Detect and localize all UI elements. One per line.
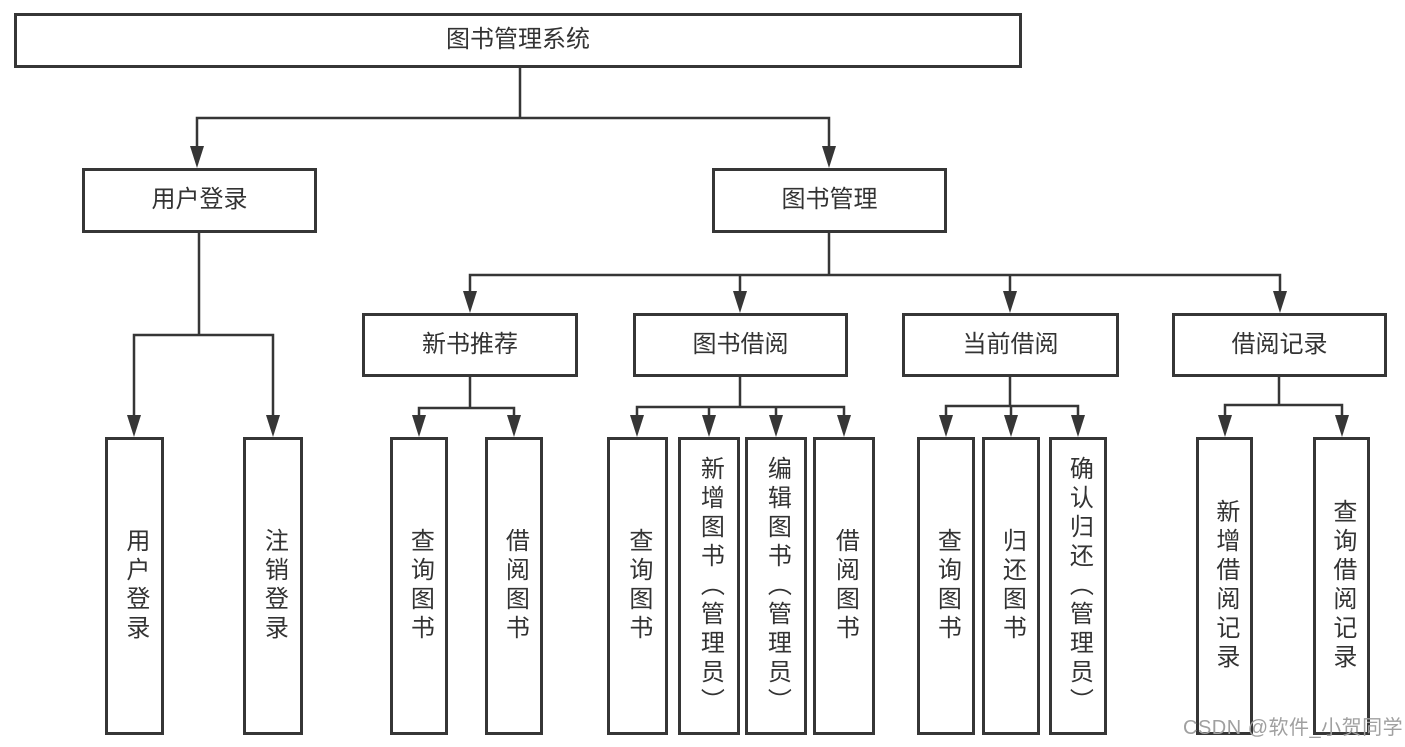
leaf-borrow-books-rec: 借阅图书	[485, 437, 543, 735]
leaf-user-login: 用户登录	[105, 437, 164, 735]
connector-book-borrow-children	[630, 375, 851, 437]
node-label: 归还图书	[998, 528, 1026, 644]
node-user-login: 用户登录	[82, 168, 317, 233]
node-label: 借阅记录	[1231, 330, 1328, 358]
connector-new-book-rec-children	[412, 375, 521, 437]
leaf-add-books-admin: 新增图书（管理员）	[678, 437, 740, 735]
node-book-borrowing: 图书借阅	[633, 313, 848, 377]
leaf-confirm-return-admin: 确认归还（管理员）	[1049, 437, 1107, 735]
node-label: 新增图书（管理员）	[696, 455, 724, 717]
node-label: 查询图书	[624, 528, 652, 644]
csdn-watermark: CSDN @软件_小贺同学	[1183, 717, 1404, 739]
node-label: 注销登录	[260, 528, 288, 644]
node-label: 查询借阅记录	[1328, 499, 1356, 673]
node-label: 图书管理	[781, 186, 878, 214]
node-label: 用户登录	[121, 528, 149, 644]
node-label: 确认归还（管理员）	[1065, 455, 1093, 717]
node-new-book-recommendation: 新书推荐	[362, 313, 578, 377]
node-label: 查询图书	[406, 528, 434, 644]
leaf-query-books-borrow: 查询图书	[607, 437, 668, 735]
connector-current-borrow-children	[939, 375, 1085, 437]
node-label: 图书借阅	[692, 330, 789, 358]
leaf-query-books-rec: 查询图书	[390, 437, 448, 735]
node-label: 图书管理系统	[446, 26, 590, 54]
node-book-management: 图书管理	[712, 168, 947, 233]
node-label: 查询图书	[933, 528, 961, 644]
node-label: 当前借阅	[962, 330, 1059, 358]
connector-root-to-level2	[190, 66, 836, 168]
leaf-return-books: 归还图书	[982, 437, 1040, 735]
node-current-borrowing: 当前借阅	[902, 313, 1119, 377]
node-library-management-system: 图书管理系统	[14, 13, 1022, 68]
connector-user-login-children	[127, 231, 280, 437]
leaf-query-books-current: 查询图书	[917, 437, 975, 735]
leaf-borrow-books: 借阅图书	[813, 437, 875, 735]
leaf-add-borrow-record: 新增借阅记录	[1196, 437, 1253, 735]
node-label: 借阅图书	[831, 528, 859, 644]
node-label: 新书推荐	[422, 330, 518, 358]
leaf-logout: 注销登录	[243, 437, 303, 735]
connector-book-mgmt-children	[463, 231, 1287, 313]
node-label: 编辑图书（管理员）	[763, 455, 791, 717]
connector-borrow-records-children	[1218, 375, 1349, 437]
leaf-edit-books-admin: 编辑图书（管理员）	[745, 437, 807, 735]
node-label: 新增借阅记录	[1211, 499, 1239, 673]
node-label: 用户登录	[151, 186, 248, 214]
node-label: 借阅图书	[501, 528, 529, 644]
node-borrowing-records: 借阅记录	[1172, 313, 1387, 377]
leaf-query-borrow-record: 查询借阅记录	[1313, 437, 1370, 735]
